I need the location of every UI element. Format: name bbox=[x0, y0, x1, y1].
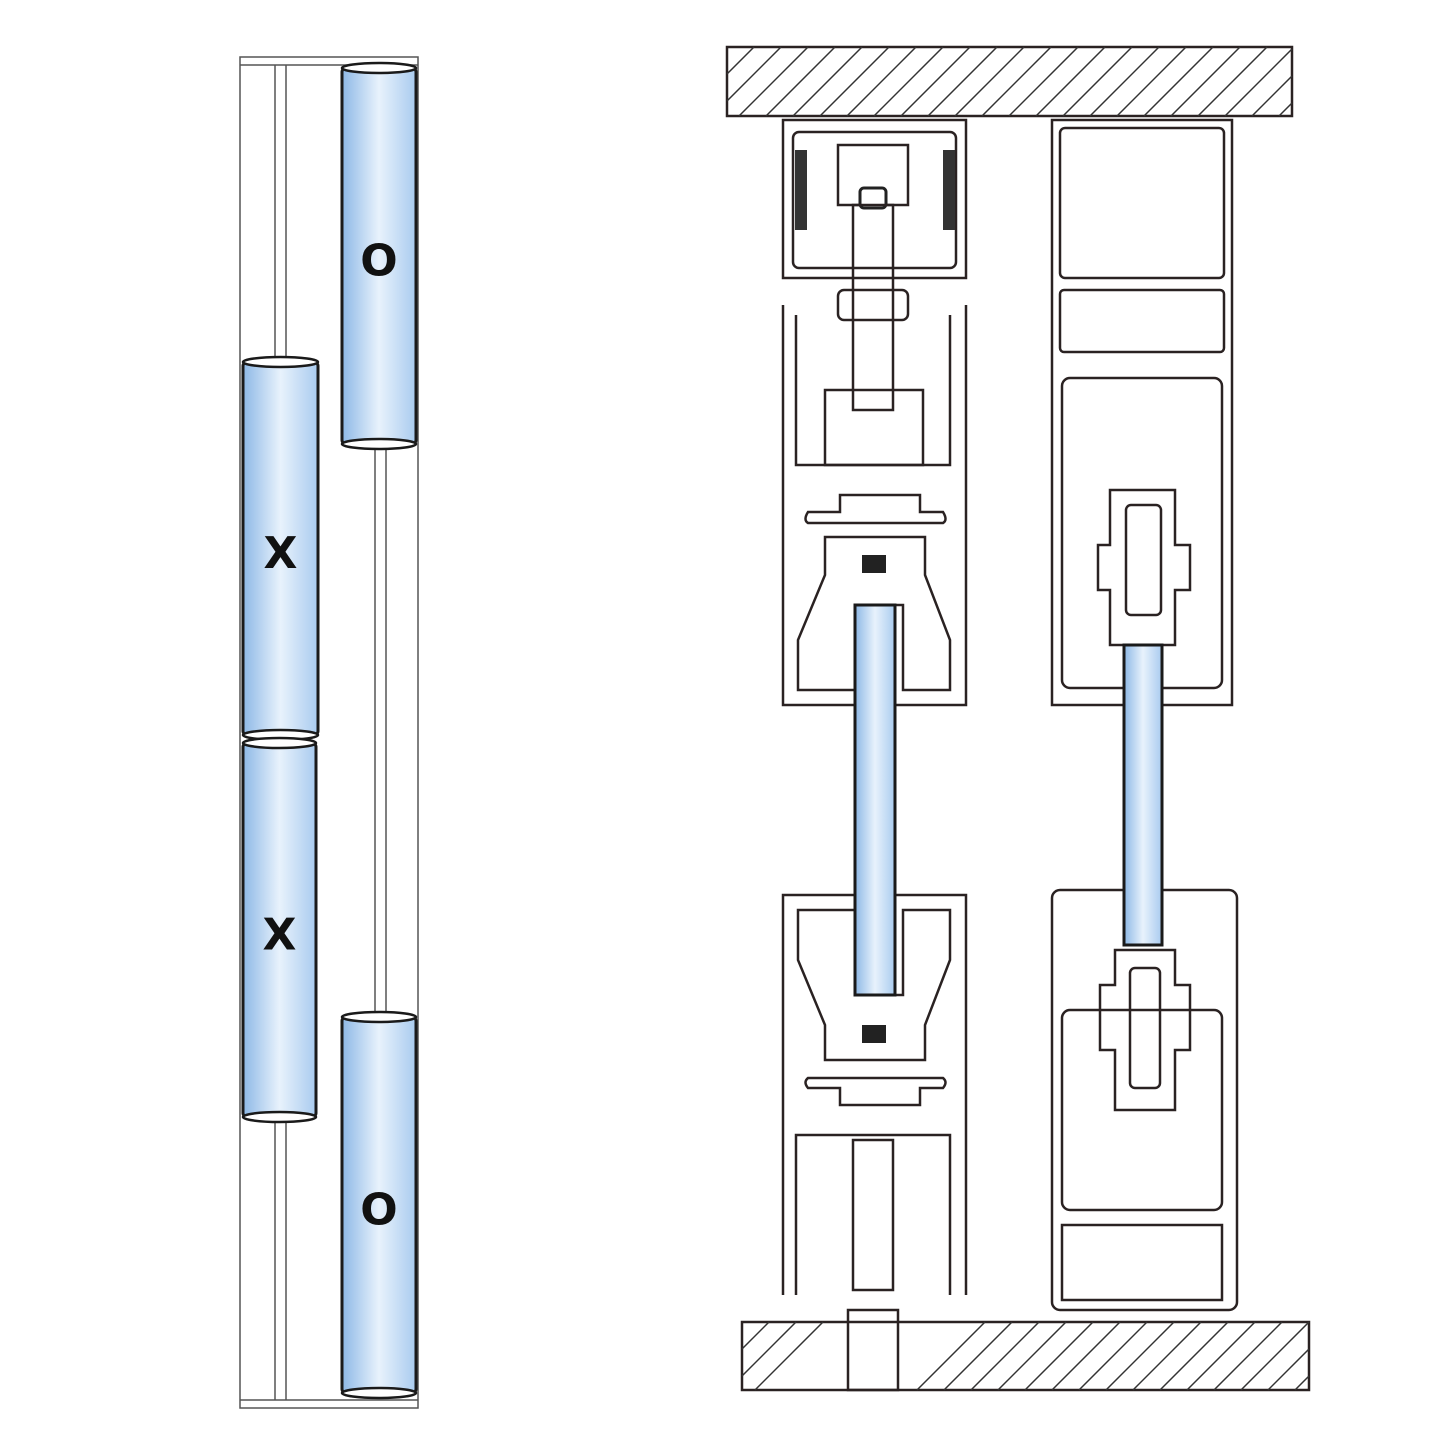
panel-edge bbox=[241, 355, 320, 369]
plan-outer-frame bbox=[239, 56, 419, 1409]
head-chamber bbox=[1058, 288, 1226, 354]
fixed-frame-outer bbox=[1050, 118, 1234, 707]
sill-base bbox=[1060, 1223, 1224, 1302]
gasket bbox=[862, 1025, 886, 1043]
hatch-line bbox=[1116, 46, 1187, 117]
sliding-profile-bottom bbox=[781, 893, 968, 1392]
hatch-line bbox=[1078, 1321, 1148, 1391]
hatch-line bbox=[792, 46, 863, 117]
hatch-line bbox=[1008, 46, 1079, 117]
section-view bbox=[725, 45, 1311, 1392]
gasket bbox=[862, 555, 886, 573]
fixed-frame-outer bbox=[1050, 888, 1239, 1312]
top-chamber bbox=[1058, 126, 1226, 280]
panel-edge bbox=[241, 1110, 318, 1124]
hatch-line bbox=[741, 1321, 797, 1377]
hatching bbox=[726, 46, 1310, 1391]
hatch-line bbox=[765, 46, 836, 117]
hatch-line bbox=[1224, 48, 1293, 117]
hatch-line bbox=[1051, 1321, 1121, 1391]
hanger-clip bbox=[836, 288, 910, 322]
hatch-line bbox=[900, 46, 971, 117]
hatch-line bbox=[1186, 1321, 1256, 1391]
hatch-line bbox=[738, 46, 809, 117]
glass-clip-bottom bbox=[1098, 948, 1192, 1112]
hanger-base bbox=[823, 388, 925, 467]
hatch-line bbox=[1089, 46, 1160, 117]
ceiling-slab bbox=[725, 45, 1294, 118]
bottom-track-inner bbox=[794, 1133, 952, 1295]
hatch-line bbox=[726, 46, 782, 102]
panel-label: X bbox=[263, 910, 297, 961]
glass-clip-top bbox=[1096, 488, 1192, 647]
clip-slot bbox=[1124, 503, 1163, 617]
sliding-profile-top bbox=[781, 118, 968, 707]
sliding-glass-pane bbox=[853, 603, 897, 997]
panel-edge bbox=[340, 1010, 418, 1024]
hanger-stem bbox=[851, 203, 895, 412]
plan-view: O X X O bbox=[239, 56, 419, 1409]
panel-edge bbox=[340, 437, 418, 451]
hatch-line bbox=[1024, 1321, 1094, 1391]
hatch-line bbox=[970, 1321, 1040, 1391]
roller-axle bbox=[858, 186, 888, 210]
hatch-line bbox=[1294, 1375, 1310, 1391]
floor-guide bbox=[846, 1308, 900, 1392]
hatch-line bbox=[943, 1321, 1013, 1391]
hatch-line bbox=[1132, 1321, 1202, 1391]
hatch-line bbox=[916, 1321, 986, 1391]
hatch-line bbox=[1035, 46, 1106, 117]
hatch-line bbox=[754, 1321, 824, 1391]
hatch-line bbox=[1213, 1321, 1283, 1391]
hatch-line bbox=[1240, 1321, 1310, 1391]
sill-chamber bbox=[1060, 1008, 1224, 1212]
panel-sliding: X bbox=[241, 736, 318, 1124]
hatch-line bbox=[927, 46, 998, 117]
sash-spacer bbox=[804, 493, 947, 525]
sash-chamber bbox=[1060, 376, 1224, 690]
hatch-line bbox=[1251, 75, 1293, 117]
hatch-line bbox=[981, 46, 1052, 117]
clip-slot bbox=[1128, 966, 1162, 1090]
roller-wheel bbox=[795, 150, 807, 230]
hatch-line bbox=[1267, 1348, 1310, 1391]
panel-label: O bbox=[360, 1185, 397, 1236]
sash-spacer bbox=[804, 1076, 947, 1107]
hatch-line bbox=[819, 46, 890, 117]
top-track bbox=[781, 118, 968, 280]
hatch-line bbox=[1062, 46, 1133, 117]
glass-holder-top bbox=[796, 535, 952, 692]
hatch-line bbox=[1170, 46, 1241, 117]
fixed-profile-bottom bbox=[1050, 888, 1239, 1312]
panel-edge bbox=[241, 736, 318, 750]
hatch-line bbox=[741, 1321, 770, 1350]
panel-edge bbox=[340, 61, 418, 75]
hatch-line bbox=[1105, 1321, 1175, 1391]
panel-label: O bbox=[360, 236, 397, 287]
fixed-profile-top bbox=[1050, 118, 1234, 707]
panel-edge bbox=[340, 1386, 418, 1400]
hatch-line bbox=[997, 1321, 1067, 1391]
hatch-line bbox=[726, 46, 755, 75]
roller-wheel bbox=[943, 150, 955, 230]
panel-fixed: O bbox=[340, 61, 418, 451]
hatch-line bbox=[954, 46, 1025, 117]
hatch-line bbox=[1278, 102, 1293, 117]
hatch-line bbox=[873, 46, 944, 117]
roller-carriage bbox=[791, 130, 958, 270]
fixed-glass-pane bbox=[1122, 643, 1164, 947]
bottom-guide-stem bbox=[851, 1138, 895, 1292]
panel-fixed: O bbox=[340, 1010, 418, 1400]
panel-sliding: X bbox=[241, 355, 320, 742]
hatch-line bbox=[1143, 46, 1214, 117]
hatch-line bbox=[846, 46, 917, 117]
hatch-line bbox=[1197, 46, 1268, 117]
panel-label: X bbox=[264, 528, 298, 579]
hatch-line bbox=[1159, 1321, 1229, 1391]
